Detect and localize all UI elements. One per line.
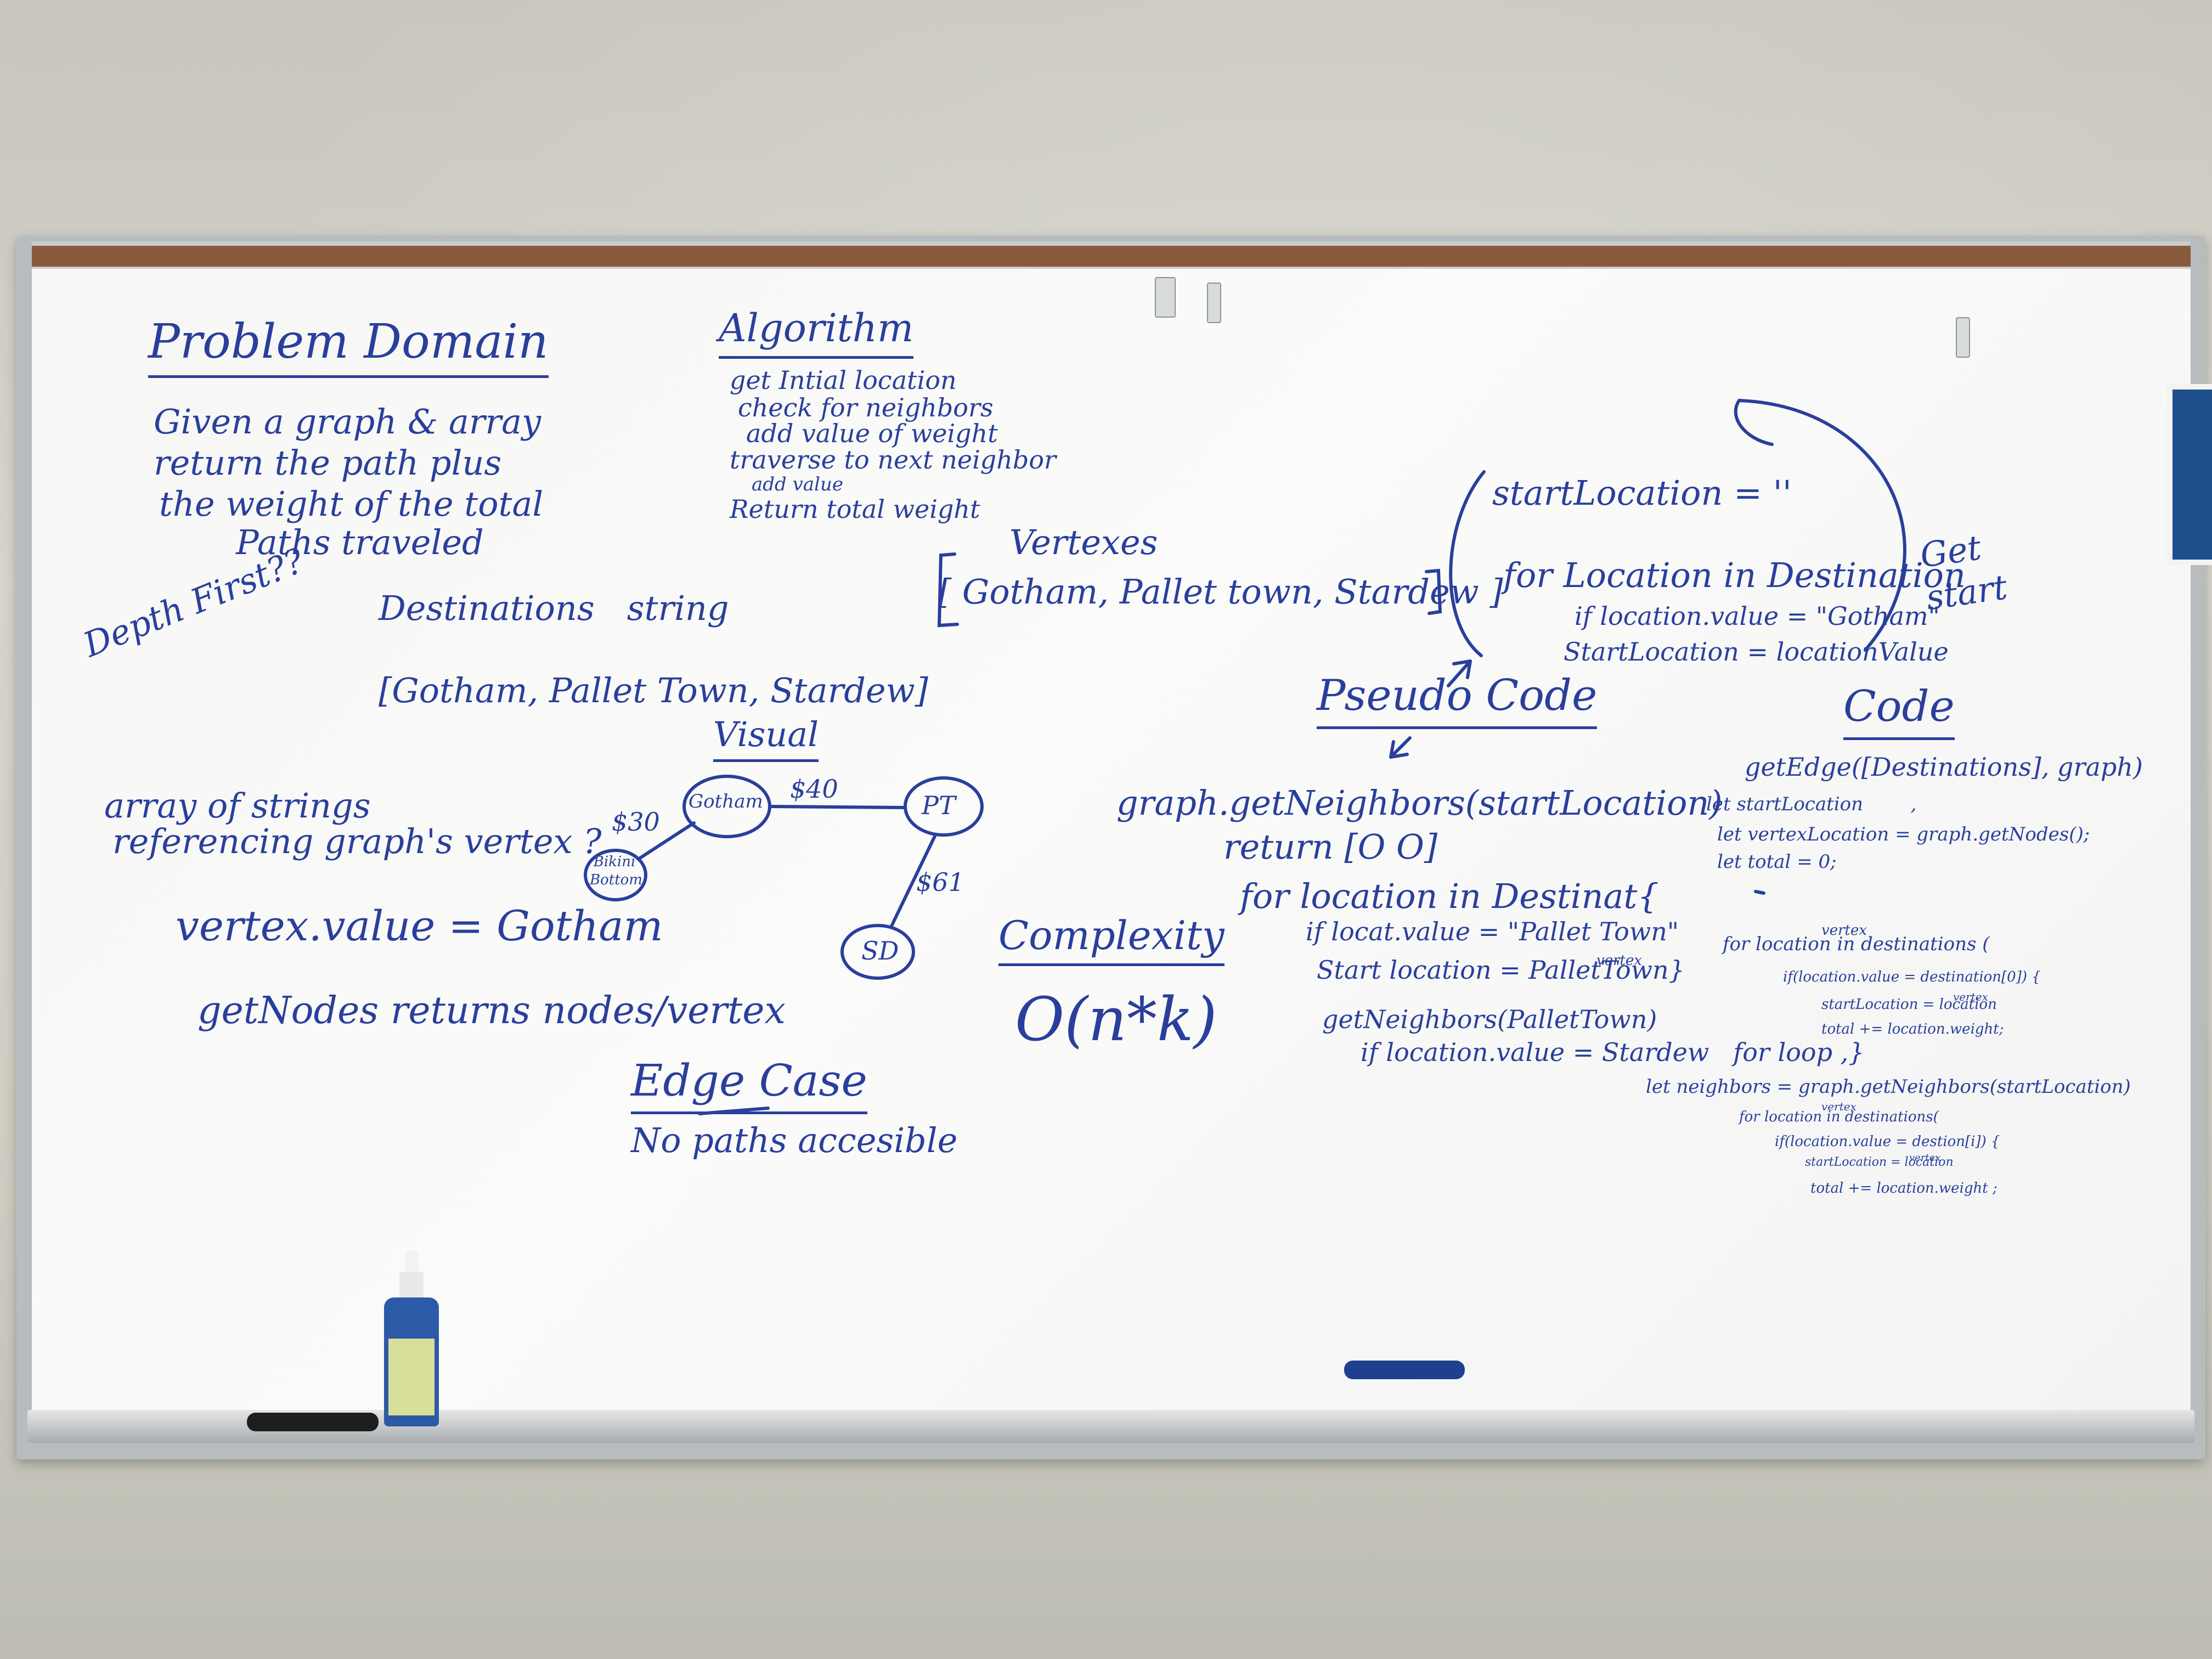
note-line: vertex.value = Gotham (176, 901, 663, 950)
code-line: getEdge([Destinations], graph) (1745, 752, 2143, 782)
note-line: array of strings (104, 786, 371, 826)
whiteboard (32, 269, 2191, 1410)
graph-node-circle (584, 849, 647, 901)
pseudo-code-line: getNeighbors(PalletTown) (1322, 1005, 1657, 1034)
graph-node-sd: SD (861, 936, 899, 966)
code-line: startLocation = location (1805, 1155, 1954, 1169)
destinations-title: Destinations string (379, 588, 729, 628)
cork-strip (32, 241, 2191, 270)
algorithm-line: Return total weight (730, 494, 980, 524)
complexity-value: O(n*k) (1015, 984, 1217, 1054)
graph-node-gotham: Gotham (689, 791, 763, 812)
code-superscript: vertex (1821, 1100, 1857, 1113)
code-line: startLocation = location (1821, 996, 1997, 1013)
problem-domain-line: the weight of the total (159, 484, 544, 524)
pseudo-code-superscript: vertex (1596, 952, 1643, 969)
pseudo-code-line: Start location = PalletTown} (1317, 955, 1685, 985)
marker (1344, 1361, 1465, 1379)
graph-edge-line (637, 821, 696, 860)
code-line: let vertexLocation = graph.getNodes(); (1717, 823, 2090, 845)
graph-node-circle (840, 924, 915, 980)
bracket (937, 552, 959, 628)
bracket-curve (1449, 470, 1486, 657)
arrow (1447, 659, 1472, 687)
complexity-title: Complexity (998, 911, 1224, 966)
code-line: total += location.weight; (1821, 1021, 2004, 1037)
graph-node-bikini-bottom: Bikini Bottom (590, 854, 642, 888)
marker (247, 1413, 379, 1431)
wall-sign (2167, 384, 2212, 565)
destinations-array: [Gotham, Pallet Town, Stardew] (379, 670, 928, 710)
start-location-line: for Location in Destination (1503, 555, 1966, 595)
code-line: let startLocation , (1706, 793, 1917, 815)
start-location-line: startLocation = '' (1492, 473, 1792, 513)
start-location-line: if location.value = "Gotham" (1575, 601, 1940, 631)
algorithm-line: traverse to next neighbor (730, 445, 1057, 475)
graph-edge-label: $30 (612, 807, 660, 837)
pseudo-code-line: if location.value = Stardew for loop ,} (1361, 1037, 1865, 1067)
algorithm-line: add value (752, 473, 843, 495)
underline (1754, 890, 1765, 895)
note-line: getNodes returns nodes/vertex (198, 989, 786, 1032)
graph-edge-line (890, 833, 937, 928)
start-location-line: StartLocation = locationValue (1564, 637, 1949, 667)
pseudo-code-line: return [O O] (1223, 827, 1438, 867)
underline (698, 1107, 770, 1115)
pseudo-code-line: graph.getNeighbors(startLocation) (1116, 783, 1723, 823)
graph-edge-label: $40 (790, 774, 838, 804)
algorithm-line: check for neighbors (738, 393, 994, 422)
note-line: referencing graph's vertex ? (112, 821, 602, 861)
edge-case-title: Edge Case (631, 1053, 867, 1114)
algorithm-line: add value of weight (746, 419, 998, 448)
problem-domain-line: Paths traveled (236, 522, 484, 562)
spray-bottle (384, 1251, 439, 1426)
problem-domain-title: Problem Domain (148, 313, 549, 378)
code-line: if(location.value = destination[0]) { (1783, 969, 2041, 985)
graph-edge-label: $61 (916, 867, 964, 897)
code-line: total += location.weight ; (1810, 1180, 1997, 1197)
code-line: for location in destinations( (1739, 1109, 1939, 1125)
pseudo-code-line: if locat.value = "Pallet Town" (1306, 917, 1679, 946)
pseudo-code-title: Pseudo Code (1317, 669, 1598, 729)
algorithm-line: get Intial location (730, 365, 957, 395)
board-clip (1207, 283, 1221, 323)
edge-case-text: No paths accesible (631, 1120, 958, 1160)
code-title: Code (1843, 680, 1955, 740)
pseudo-code-line: for location in Destinat{ (1240, 876, 1659, 916)
visual-title: Visual (713, 713, 819, 762)
problem-domain-line: return the path plus (154, 443, 502, 483)
code-line: let total = 0; (1717, 851, 1837, 873)
code-line: for location in destinations ( (1723, 933, 1990, 955)
problem-domain-line: Given a graph & array (154, 402, 541, 442)
algorithm-title: Algorithm (719, 304, 914, 359)
board-clip (1956, 317, 1970, 358)
code-line: if(location.value = destion[i]) { (1775, 1133, 2000, 1150)
graph-node-circle (682, 775, 771, 838)
graph-edge-line (768, 805, 907, 809)
code-superscript: vertex (1821, 922, 1867, 939)
arrow (1389, 736, 1412, 759)
graph-node-circle (904, 776, 984, 837)
bracket-curve (1734, 398, 1906, 652)
board-clip (1155, 277, 1176, 318)
code-line: let neighbors = graph.getNeighbors(start… (1646, 1076, 2131, 1098)
code-superscript: vertex (1909, 1152, 1941, 1164)
graph-node-pt: PT (922, 791, 956, 820)
bracket (1425, 568, 1442, 615)
vertexes-title: Vertexes (1009, 522, 1158, 562)
code-superscript: vertex (1953, 990, 1988, 1003)
